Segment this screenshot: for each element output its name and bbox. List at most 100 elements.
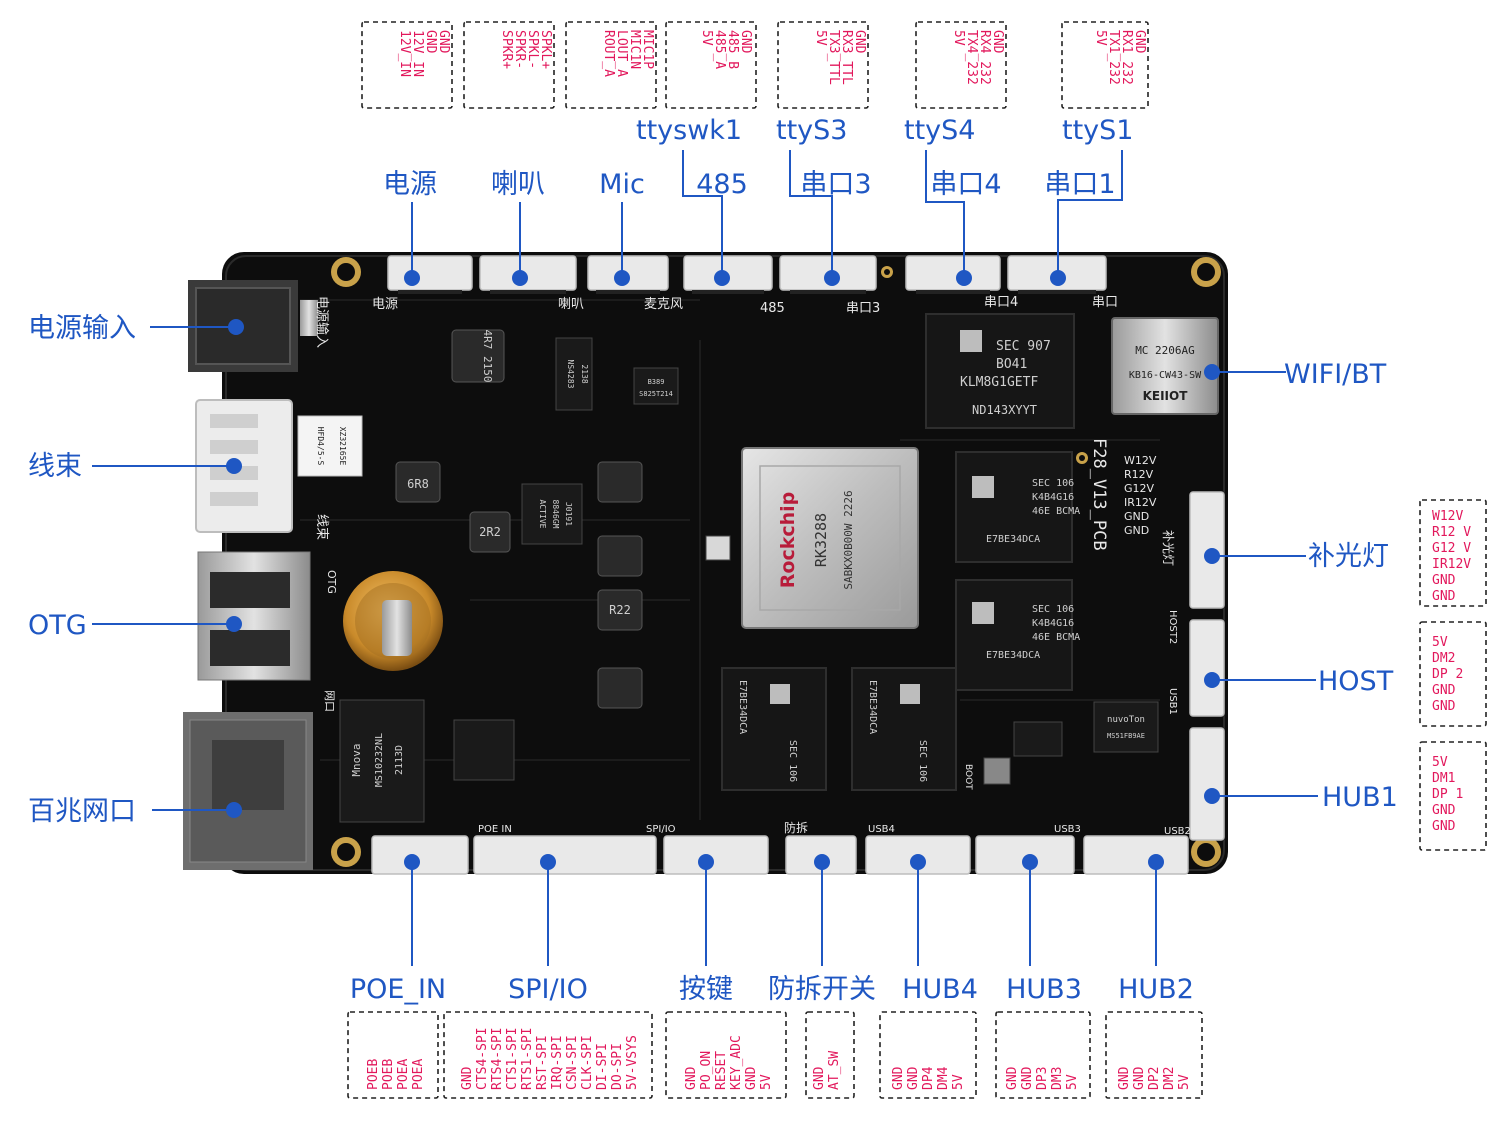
- pin-fill_light-4: GND: [1432, 573, 1456, 588]
- ns-line2: 2138: [580, 364, 589, 383]
- inductor: R22: [597, 461, 643, 709]
- pin-hub2-4: GND: [1117, 1066, 1132, 1090]
- pin-spi_io-4: CSN-SPI: [565, 1035, 580, 1090]
- silk-usb2: USB2: [1164, 826, 1191, 837]
- pin-keys-2: KEY_ADC: [729, 1035, 744, 1090]
- board-silkscreen: 电源 喇叭 麦克风 485 串口3 串口4 串口 电源输入 线束 OTG 网口 …: [314, 295, 1191, 837]
- ram4-line4: E7BE34DCA: [867, 680, 878, 734]
- right-leader-lines: [1204, 364, 1318, 804]
- pin-mic-3: ROUT_A: [601, 30, 616, 77]
- lan-line2: MS10232NL: [374, 733, 385, 787]
- ram1-line3: 46E BCMA: [1032, 506, 1080, 517]
- ram-chip: SEC 106 E7BE34DCA: [851, 667, 957, 791]
- ram1-line4: E7BE34DCA: [986, 534, 1040, 545]
- emmc-chip: SEC 907 BO41 KLM8G1GETF ND143XYYT: [925, 313, 1075, 429]
- pin-mic-0: MIC1P: [640, 30, 655, 69]
- pin-keys-0: 5V: [759, 1074, 774, 1090]
- pin-host-3: GND: [1432, 683, 1456, 698]
- pin-fill_light-3: IR12V: [1432, 557, 1471, 572]
- ram-chip: SEC 106 K4B4G16 46E BCMA E7BE34DCA: [955, 579, 1080, 691]
- pin-power-2: 12V_IN: [410, 30, 425, 77]
- usb-otg-port: [197, 551, 311, 681]
- emmc-line4: ND143XYYT: [972, 403, 1037, 417]
- wifi-bt-module: MC 2206AG KB16-CW43-SW KEIIOT: [1111, 317, 1219, 415]
- lan-line3: 2113D: [394, 745, 405, 775]
- emmc-line3: KLM8G1GETF: [960, 375, 1038, 390]
- silk-otg: OTG: [325, 570, 338, 594]
- pin-rs485-1: 485_B: [725, 30, 740, 69]
- pin-hub4-2: DP4: [921, 1066, 936, 1090]
- label-host: HOST: [1318, 666, 1394, 697]
- silk-spiio: SPI/IO: [646, 824, 676, 835]
- ram3-line4: E7BE34DCA: [737, 680, 748, 734]
- pin-poe_in-1: POEA: [396, 1059, 411, 1090]
- silk-485: 485: [760, 301, 785, 316]
- label-ttys4: ttyS4: [904, 115, 975, 146]
- relay-line2: XZ32165E: [338, 427, 347, 466]
- label-speaker: 喇叭: [491, 169, 545, 200]
- pin-uart3-3: 5V: [813, 30, 828, 46]
- relay: HFD4/5-S XZ32165E: [297, 415, 363, 477]
- pin-fill_light-2: G12 V: [1432, 541, 1471, 556]
- silk-xs: 线束: [314, 514, 329, 540]
- regulator-chip: B389 S825T214: [633, 367, 679, 405]
- silk-rail-1: R12V: [1124, 468, 1154, 481]
- audio-line1: ACTIVE: [538, 500, 547, 529]
- ns-line1: NS4283: [566, 360, 575, 389]
- label-hub4: HUB4: [902, 974, 978, 1005]
- label-uart4: 串口4: [930, 169, 1001, 200]
- pin-uart1-1: RX1_232: [1119, 30, 1134, 85]
- pin-uart1-0: GND: [1132, 30, 1147, 54]
- ram4-line1: SEC 106: [917, 740, 928, 782]
- pin-power-1: GND: [423, 30, 438, 54]
- wifi-line3: KEIIOT: [1143, 389, 1189, 403]
- label-hub1: HUB1: [1322, 782, 1398, 813]
- soc-chip: Rockchip RK3288 SABKX0B00W 2226: [741, 447, 919, 629]
- silk-rail-5: GND: [1124, 524, 1149, 537]
- misc-chips: [453, 535, 1063, 785]
- emmc-line1: SEC 907: [996, 339, 1051, 354]
- lan-transformer: Mnova MS10232NL 2113D: [339, 699, 425, 823]
- pin-poe_in-2: POEB: [381, 1059, 396, 1090]
- label-mic: Mic: [599, 169, 645, 200]
- inductor: 6R8: [395, 461, 441, 503]
- inductor-1-label: 4R7 2150: [481, 330, 494, 383]
- label-keys: 按键: [679, 974, 733, 1005]
- hub-controller-chip: nuvoTon MS51FB9AE: [1093, 701, 1159, 753]
- label-485: 485: [696, 169, 748, 200]
- inductor: 2R2: [469, 511, 511, 553]
- pin-spi_io-8: CTS1-SPI: [505, 1027, 520, 1090]
- pin-hub3-3: GND: [1020, 1066, 1035, 1090]
- inductor: 4R7 2150: [451, 329, 505, 383]
- label-ttys3: ttyS3: [776, 115, 847, 146]
- pin-fill_light-1: R12 V: [1432, 525, 1471, 540]
- silk-rail-0: W12V: [1124, 454, 1157, 467]
- s8-line1: B389: [648, 378, 665, 386]
- pin-host-2: DP 2: [1432, 667, 1463, 682]
- silk-pcb: F28_V13_PCB: [1089, 438, 1109, 551]
- pin-spi_io-2: DI-SPI: [595, 1043, 610, 1090]
- bottom-leader-lines: [404, 854, 1164, 966]
- ram2-line2: K4B4G16: [1032, 618, 1074, 629]
- relay-line1: HFD4/5-S: [316, 427, 325, 466]
- coin-cell-battery: [343, 571, 443, 671]
- left-leader-lines: [92, 319, 244, 818]
- silk-ck1: 串口: [1092, 295, 1118, 310]
- silk-ck4: 串口4: [984, 295, 1018, 310]
- pin-host-1: DM2: [1432, 651, 1455, 666]
- hub-line1: nuvoTon: [1107, 715, 1145, 725]
- pin-speaker-0: SPKL+: [538, 30, 553, 69]
- label-poe-in: POE_IN: [350, 974, 446, 1005]
- silk-boot: BOOT: [963, 764, 973, 790]
- pin-fill_light-0: W12V: [1432, 509, 1463, 524]
- pin-spi_io-5: IRQ-SPI: [550, 1035, 565, 1090]
- pin-spi_io-0: 5V-VSYS: [625, 1035, 640, 1090]
- pin-hub2-0: 5V: [1177, 1074, 1192, 1090]
- pin-poe_in-0: POEA: [411, 1059, 426, 1090]
- pin-uart1-3: 5V: [1093, 30, 1108, 46]
- label-otg: OTG: [28, 610, 87, 641]
- pin-spi_io-1: DO-SPI: [610, 1043, 625, 1090]
- silk-pin: 电源输入: [314, 296, 330, 348]
- silk-bgd: 补光灯: [1161, 530, 1175, 566]
- silk-usb4: USB4: [868, 824, 895, 835]
